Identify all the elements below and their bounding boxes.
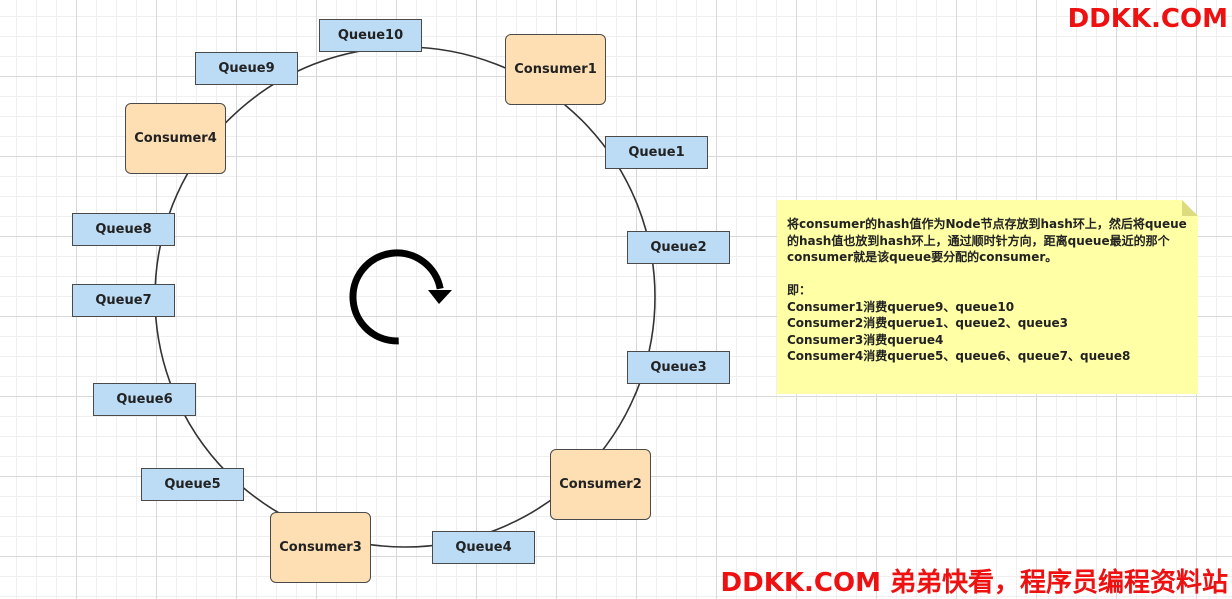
consumer2-node: Consumer2 xyxy=(550,449,651,520)
note-line-consumer1: Consumer1消费querue9、queue10 xyxy=(787,299,1015,314)
consumer4-node: Consumer4 xyxy=(125,103,226,174)
queue2-node: Queue2 xyxy=(627,231,730,264)
consumer3-node: Consumer3 xyxy=(270,512,371,583)
queue10-node: Queue10 xyxy=(319,19,422,52)
queue6-node: Queue6 xyxy=(93,383,196,416)
consumer1-node: Consumer1 xyxy=(505,34,606,105)
note-line-consumer2: Consumer2消费querue1、queue2、queue3 xyxy=(787,316,1069,330)
note-paragraph: 将consumer的hash值作为Node节点存放到hash环上，然后将queu… xyxy=(787,217,1187,264)
note-label: 即： xyxy=(787,283,812,297)
queue3-node: Queue3 xyxy=(627,351,730,384)
queue8-node: Queue8 xyxy=(72,213,175,246)
watermark-top: DDKK.COM xyxy=(1067,4,1228,34)
explanation-note: 将consumer的hash值作为Node节点存放到hash环上，然后将queu… xyxy=(777,200,1198,394)
note-line-consumer3: Consumer3消费querue4 xyxy=(787,332,944,347)
queue1-node: Queue1 xyxy=(605,136,708,169)
queue5-node: Queue5 xyxy=(141,468,244,501)
watermark-bottom: DDKK.COM 弟弟快看，程序员编程资料站 xyxy=(720,568,1228,598)
note-spacer xyxy=(787,266,1188,283)
queue7-node: Queue7 xyxy=(72,284,175,317)
note-line-consumer4: Consumer4消费querue5、queue6、queue7、queue8 xyxy=(787,349,1131,363)
clockwise-arrow-icon xyxy=(349,249,452,345)
queue4-node: Queue4 xyxy=(432,531,535,564)
queue9-node: Queue9 xyxy=(195,52,298,85)
